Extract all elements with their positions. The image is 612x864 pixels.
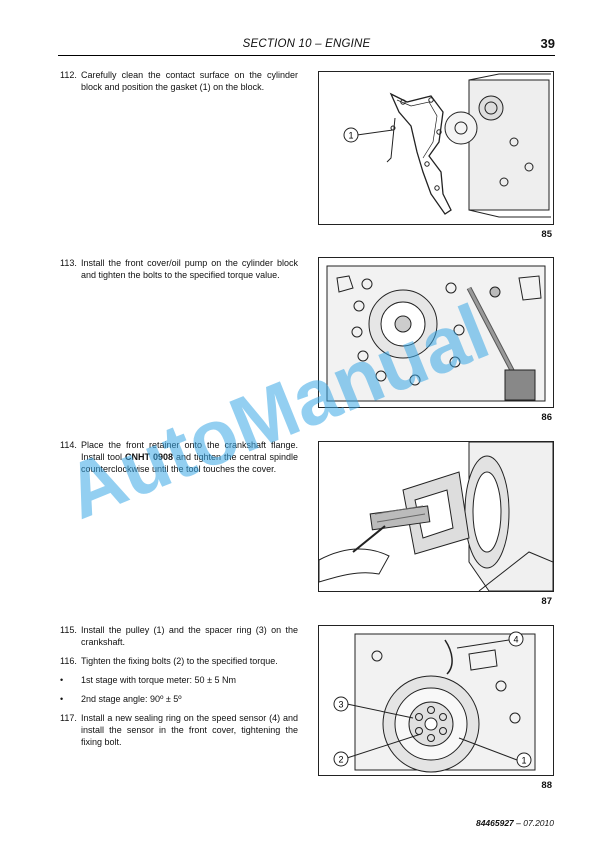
step-text: Install the front cover/oil pump on the … (81, 258, 298, 280)
callout-circle (343, 127, 359, 143)
step-text: Tighten the fixing bolts (2) to the spec… (81, 656, 278, 666)
step-number: 114. (60, 440, 77, 450)
pulley-illustration: 4 3 2 1 (333, 631, 536, 773)
bullet: • (60, 694, 64, 704)
tool-illustration (319, 442, 553, 591)
page-footer: 84465927 – 07.2010 (476, 818, 554, 828)
step-114: 114. Place the front retainer onto the c… (60, 439, 298, 475)
step-number: 116. (60, 656, 77, 666)
figure-number: 88 (541, 780, 552, 791)
section-title: SECTION 10 – ENGINE (242, 38, 371, 50)
callout-1: 1 (521, 756, 526, 766)
step-text: Place the front retainer onto the cranks… (81, 439, 298, 475)
step-text-part: and tighten the central spindle counterc… (81, 452, 298, 474)
torque-stage-2: 2nd stage angle: 90º ± 5º (81, 694, 182, 704)
step-text-part: Place the front retainer onto the cranks… (81, 440, 298, 462)
page-number: 39 (540, 36, 555, 51)
figure-88-pulley: 4 3 2 1 (318, 625, 554, 776)
figure-86-front-cover (318, 257, 554, 408)
document-date: – 07.2010 (516, 818, 554, 828)
header-divider (58, 55, 555, 56)
step-text: Install a new sealing ring on the speed … (81, 713, 298, 747)
step-text: Install the pulley (1) and the spacer ri… (81, 625, 298, 647)
step-number: 117. (60, 713, 77, 723)
figure-number: 86 (541, 412, 552, 423)
steps-115-117: 115. Install the pulley (1) and the spac… (60, 624, 298, 748)
step-number: 112. (60, 70, 77, 80)
callout-2: 2 (338, 755, 343, 765)
callout-4: 4 (513, 635, 518, 645)
torque-stage-1: 1st stage with torque meter: 50 ± 5 Nm (81, 675, 237, 685)
figure-85-gasket: 1 (318, 71, 554, 225)
step-112: 112. Carefully clean the contact surface… (60, 69, 298, 93)
step-number: 113. (60, 258, 77, 268)
step-text: Carefully clean the contact surface on t… (81, 70, 298, 92)
figure-number: 87 (541, 596, 552, 607)
figure-87-retainer-tool (318, 441, 554, 592)
tool-code: CNHT 0908 (124, 452, 173, 462)
callout-3: 3 (338, 700, 343, 710)
step-113: 113. Install the front cover/oil pump on… (60, 257, 298, 281)
bullet: • (60, 675, 64, 685)
page-header: SECTION 10 – ENGINE 39 (58, 36, 555, 54)
document-code: 84465927 (475, 818, 514, 828)
figure-number: 85 (541, 229, 552, 240)
step-number: 115. (60, 625, 77, 635)
gasket-illustration: 1 (343, 73, 551, 218)
front-cover-illustration (326, 265, 546, 402)
callout-1: 1 (348, 131, 353, 141)
